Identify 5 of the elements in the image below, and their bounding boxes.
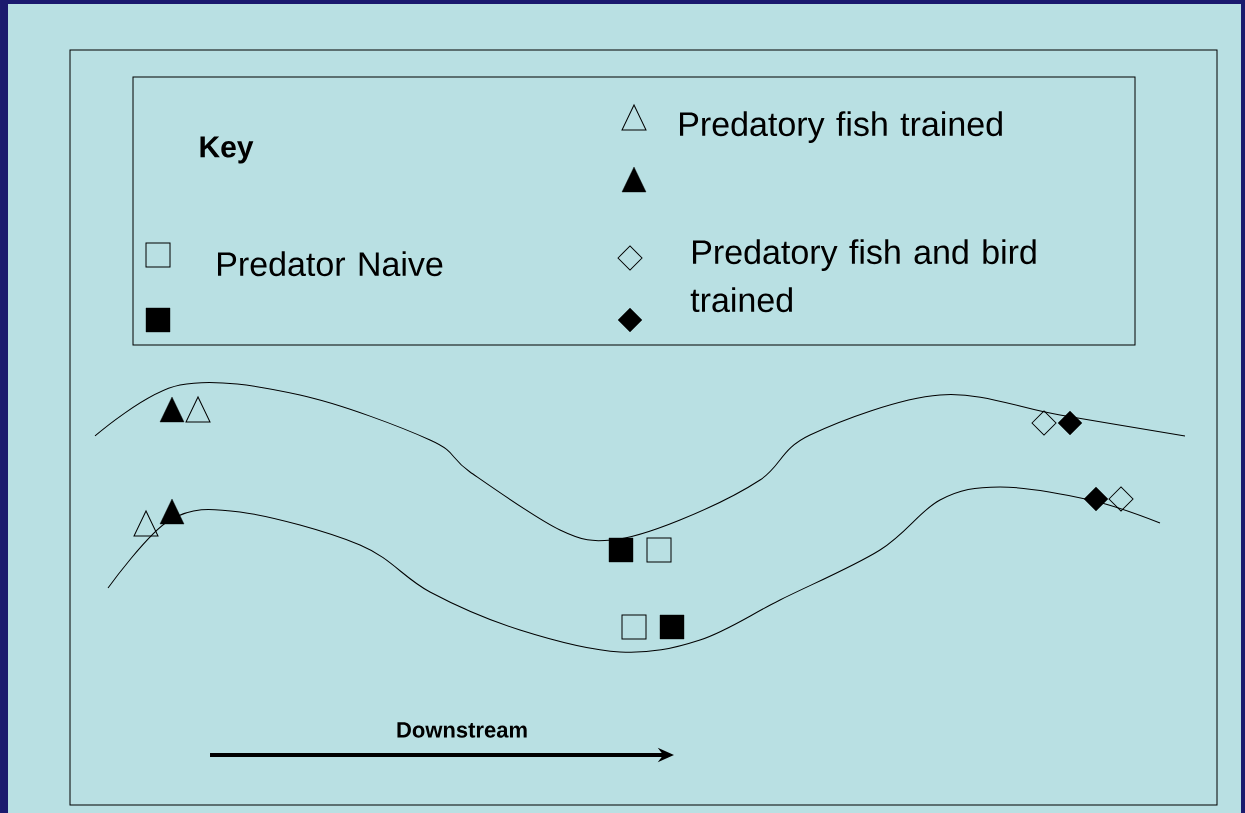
key-heading: Key (200, 136, 254, 164)
legend-text: Predatory fish trained (680, 111, 1002, 143)
legend-text: Predatory fish and bird trained (690, 239, 1036, 313)
legend-text: Predator Naive (218, 251, 443, 277)
arrow-label: Downstream (397, 722, 527, 738)
